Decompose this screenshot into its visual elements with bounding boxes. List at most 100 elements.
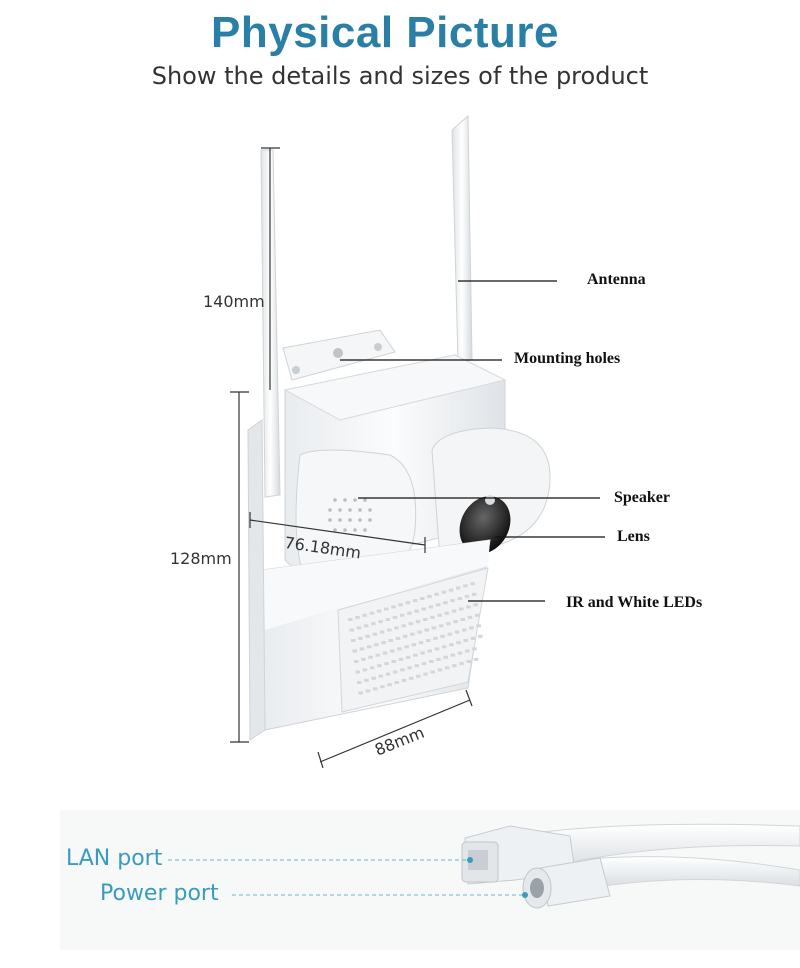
led-icon <box>436 657 441 661</box>
led-icon <box>375 653 381 657</box>
led-icon <box>424 628 429 632</box>
led-icon <box>446 622 451 626</box>
led-icon <box>415 620 421 624</box>
led-icon <box>451 609 457 613</box>
led-icon <box>449 643 454 647</box>
led-icon <box>426 639 431 642</box>
led-icon <box>447 632 453 636</box>
led-icon <box>363 624 369 628</box>
led-icon <box>443 655 448 659</box>
led-icon <box>379 630 385 634</box>
led-icon <box>387 683 392 687</box>
led-icon <box>470 582 475 586</box>
led-icon <box>404 645 409 649</box>
mounting-hole-icon <box>333 348 343 358</box>
led-icon <box>401 678 407 682</box>
led-icon <box>382 651 388 655</box>
led-icon <box>391 660 396 663</box>
led-icon <box>414 664 420 668</box>
led-icon <box>355 670 360 674</box>
led-icon <box>456 586 461 590</box>
led-icon <box>364 678 369 682</box>
led-icon <box>405 601 411 605</box>
led-icon <box>427 594 432 598</box>
led-icon <box>408 622 414 626</box>
led-icon <box>374 643 379 647</box>
led-icon <box>460 618 465 621</box>
led-icon <box>371 676 376 680</box>
led-icon <box>465 649 470 653</box>
led-icon <box>397 647 402 651</box>
led-icon <box>366 645 372 649</box>
led-icon <box>450 653 456 657</box>
led-icon <box>459 607 464 611</box>
led-icon <box>394 626 399 630</box>
led-icon <box>349 628 354 632</box>
led-icon <box>388 639 393 642</box>
label-lan-port: LAN port <box>66 846 163 871</box>
led-icon <box>420 597 425 600</box>
mounting-plate <box>282 329 396 381</box>
led-icon <box>448 588 454 592</box>
screw-icon <box>374 343 382 351</box>
led-icon <box>359 647 365 651</box>
led-icon <box>434 647 440 651</box>
led-icon <box>437 668 443 672</box>
body-side <box>247 419 266 741</box>
led-icon <box>413 653 418 657</box>
led-icon <box>454 630 460 634</box>
led-icon <box>385 672 391 676</box>
callout-leds: IR and White LEDs <box>566 594 703 611</box>
led-icon <box>423 618 428 621</box>
led-icon <box>361 657 366 661</box>
led-icon <box>431 626 437 630</box>
led-icon <box>376 609 382 613</box>
led-icon <box>444 611 450 615</box>
led-icon <box>348 618 353 621</box>
led-icon <box>421 607 426 611</box>
led-icon <box>362 613 367 617</box>
led-icon <box>459 662 464 666</box>
led-icon <box>401 624 406 628</box>
led-icon <box>381 641 386 645</box>
led-icon <box>464 594 470 598</box>
led-icon <box>411 643 417 647</box>
led-icon <box>356 626 362 630</box>
led-icon <box>430 670 435 674</box>
led-icon <box>417 630 422 634</box>
led-icon <box>358 636 363 640</box>
led-icon <box>474 613 480 617</box>
led-icon <box>365 689 371 693</box>
led-icon <box>391 605 396 609</box>
led-icon <box>462 628 467 632</box>
led-icon <box>394 681 399 684</box>
led-icon <box>470 636 476 640</box>
led-icon <box>392 615 398 619</box>
speaker-pod <box>295 449 417 581</box>
led-icon <box>453 620 458 624</box>
led-icon <box>420 651 425 655</box>
led-icon <box>390 649 395 653</box>
led-icon <box>387 628 392 632</box>
led-icon <box>358 691 363 695</box>
led-icon <box>408 676 414 680</box>
led-icon <box>433 636 438 640</box>
led-icon <box>398 657 404 661</box>
led-icon <box>434 592 439 596</box>
led-icon <box>371 622 376 626</box>
speaker-grille-icon <box>328 498 372 532</box>
led-array <box>348 582 483 695</box>
led-icon <box>427 649 432 653</box>
led-icon <box>457 651 463 655</box>
led-icon <box>385 618 390 621</box>
led-icon <box>407 666 412 670</box>
screw-icon <box>292 366 300 374</box>
led-icon <box>423 672 428 676</box>
led-icon <box>369 611 375 615</box>
led-icon <box>456 641 461 645</box>
page-title: Physical Picture <box>211 8 559 57</box>
power-connector <box>522 857 611 909</box>
led-icon <box>414 609 419 613</box>
led-icon <box>472 647 477 651</box>
dimension-lines <box>230 147 473 769</box>
